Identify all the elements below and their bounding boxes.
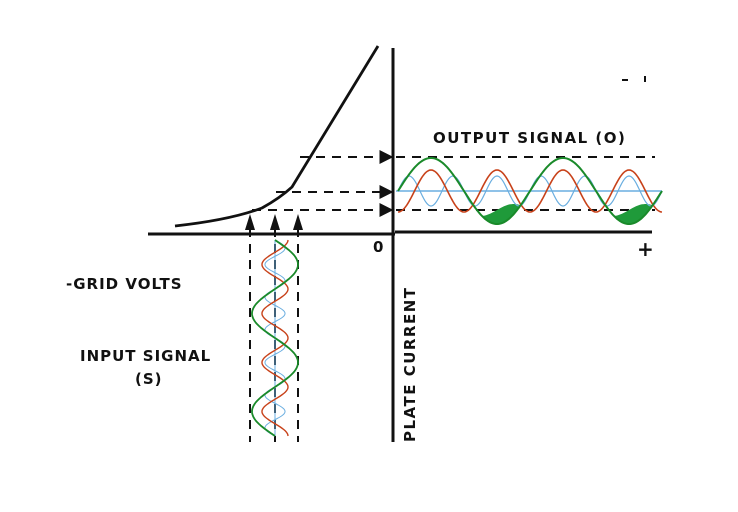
up-arrow-bias <box>270 214 280 230</box>
up-arrow-min <box>245 214 255 230</box>
input-signal-label: INPUT SIGNAL <box>80 347 211 365</box>
second-harmonic-wave <box>397 169 663 213</box>
characteristic-curve <box>174 45 380 228</box>
plus-label: + <box>637 237 654 261</box>
output-waveforms <box>397 157 663 225</box>
input-waveforms <box>251 239 299 437</box>
grid-volts-label: -GRID VOLTS <box>66 275 183 293</box>
input-fundamental-wave <box>251 239 299 437</box>
up-arrow-max <box>293 214 303 230</box>
plate-current-label: PLATE CURRENT <box>401 286 419 442</box>
fundamental-wave <box>397 157 663 225</box>
output-signal-label: OUTPUT SIGNAL (O) <box>433 129 626 147</box>
origin-label: 0 <box>373 238 383 256</box>
input-signal-symbol: (S) <box>135 370 163 388</box>
input-second-wave <box>261 239 289 437</box>
